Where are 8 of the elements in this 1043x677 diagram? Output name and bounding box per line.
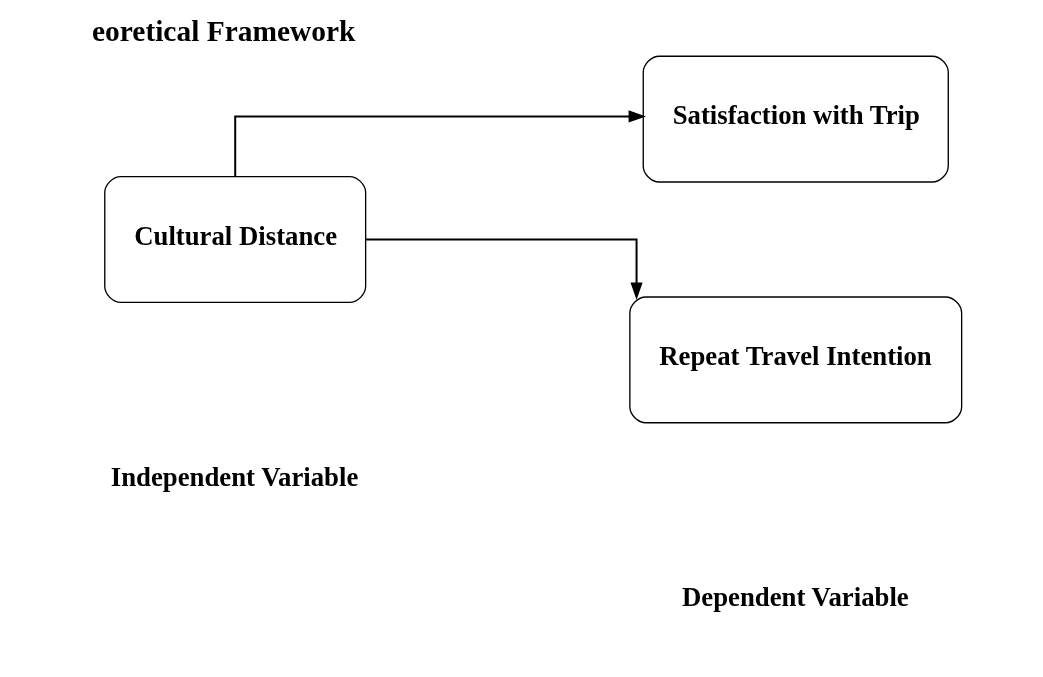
- arrow: [366, 238, 643, 300]
- label: Dependent Variable: [682, 582, 909, 613]
- node-box: Cultural Distance: [104, 175, 367, 304]
- node-box: Satisfaction with Trip: [642, 55, 949, 183]
- diagram-title: eoretical Framework: [92, 14, 356, 47]
- arrow: [234, 110, 646, 177]
- label: Independent Variable: [110, 461, 359, 492]
- node-box: Repeat Travel Intention: [629, 296, 963, 424]
